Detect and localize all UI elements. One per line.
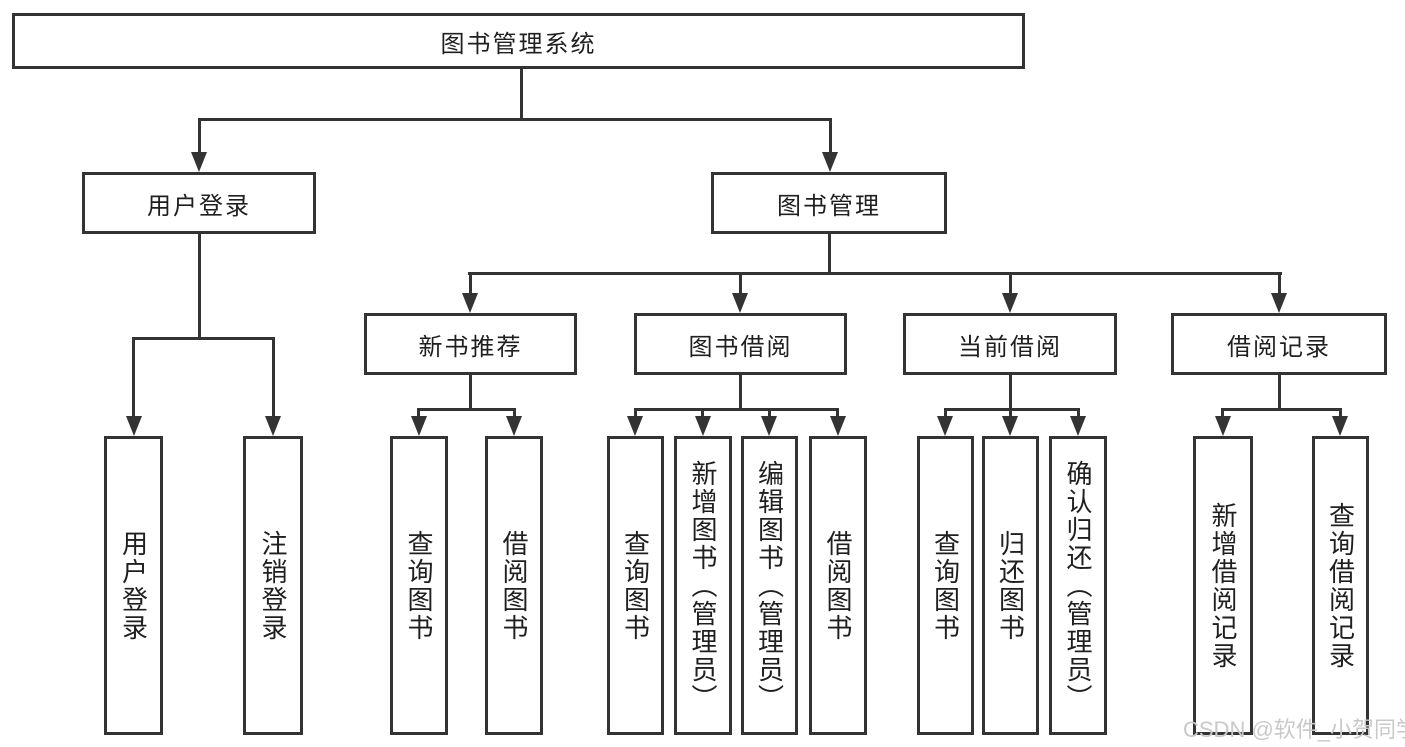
connector-userlogin-drop xyxy=(132,337,135,418)
leaf-cb-confirm-return-admin: 确认归还（管理员） xyxy=(1049,436,1107,735)
connector-br-stem xyxy=(1278,375,1281,408)
csdn-watermark: CSDN @软件_小贺同学 xyxy=(1183,717,1405,742)
leaf-bb-edit-books-admin: 编辑图书（管理员） xyxy=(741,436,798,735)
connector-br-drop xyxy=(1339,408,1342,418)
connector-cb-drop xyxy=(944,408,947,418)
arrow-down-icon xyxy=(1215,416,1231,436)
arrow-down-icon xyxy=(695,416,711,436)
connector-bookmgmt-drop xyxy=(739,272,742,295)
arrow-down-icon xyxy=(732,293,748,313)
leaf-bb-query-books: 查询图书 xyxy=(607,436,664,735)
node-book-management: 图书管理 xyxy=(711,172,947,234)
node-book-borrow: 图书借阅 xyxy=(634,313,847,375)
connector-br-drop xyxy=(1221,408,1224,418)
arrow-down-icon xyxy=(191,152,207,172)
leaf-nb-borrow-books: 借阅图书 xyxy=(485,436,543,735)
connector-root-right-drop xyxy=(829,118,832,154)
connector-nb-stem xyxy=(469,375,472,408)
connector-userlogin-drop xyxy=(272,337,275,418)
node-current-borrow: 当前借阅 xyxy=(903,313,1117,375)
leaf-br-query-record: 查询借阅记录 xyxy=(1312,436,1369,735)
connector-br-crossbar xyxy=(1221,408,1342,411)
leaf-br-add-record: 新增借阅记录 xyxy=(1193,436,1253,735)
leaf-bb-add-books-admin: 新增图书（管理员） xyxy=(674,436,732,735)
connector-bookmgmt-drop xyxy=(1009,272,1012,295)
leaf-bb-borrow-books: 借阅图书 xyxy=(809,436,867,735)
node-user-login: 用户登录 xyxy=(82,172,316,234)
connector-bb-stem xyxy=(739,375,742,408)
connector-bb-drop xyxy=(634,408,637,418)
leaf-cb-query-books: 查询图书 xyxy=(917,436,974,735)
connector-root-left-drop xyxy=(198,118,201,154)
connector-bb-drop xyxy=(836,408,839,418)
connector-bb-crossbar xyxy=(634,408,839,411)
leaf-cb-return-books: 归还图书 xyxy=(982,436,1039,735)
node-root: 图书管理系统 xyxy=(12,13,1025,69)
arrow-down-icon xyxy=(761,416,777,436)
connector-userlogin-stem xyxy=(198,234,201,337)
leaf-logout: 注销登录 xyxy=(243,436,303,735)
connector-bb-drop xyxy=(701,408,704,418)
connector-nb-drop xyxy=(417,408,420,418)
arrow-down-icon xyxy=(1002,293,1018,313)
connector-nb-crossbar xyxy=(417,408,516,411)
connector-bb-drop xyxy=(768,408,771,418)
connector-cb-crossbar xyxy=(944,408,1080,411)
connector-userlogin-crossbar xyxy=(132,337,274,340)
connector-cb-stem xyxy=(1009,375,1012,408)
arrow-down-icon xyxy=(822,152,838,172)
connector-cb-drop xyxy=(1009,408,1012,418)
arrow-down-icon xyxy=(1002,416,1018,436)
arrow-down-icon xyxy=(1271,293,1287,313)
connector-bookmgmt-drop xyxy=(469,272,472,295)
connector-bookmgmt-crossbar xyxy=(468,272,1282,275)
connector-bookmgmt-drop xyxy=(1278,272,1281,295)
arrow-down-icon xyxy=(265,416,281,436)
arrow-down-icon xyxy=(1070,416,1086,436)
node-borrow-records: 借阅记录 xyxy=(1171,313,1387,375)
arrow-down-icon xyxy=(937,416,953,436)
connector-root-crossbar xyxy=(198,118,832,121)
arrow-down-icon xyxy=(830,416,846,436)
arrow-down-icon xyxy=(627,416,643,436)
arrow-down-icon xyxy=(1332,416,1348,436)
arrow-down-icon xyxy=(506,416,522,436)
node-new-book-recommend: 新书推荐 xyxy=(364,313,577,375)
connector-cb-drop xyxy=(1077,408,1080,418)
connector-root-stem xyxy=(520,68,523,118)
arrow-down-icon xyxy=(126,416,142,436)
arrow-down-icon xyxy=(411,416,427,436)
leaf-user-login: 用户登录 xyxy=(104,436,163,735)
leaf-nb-query-books: 查询图书 xyxy=(390,436,448,735)
connector-bookmgmt-stem xyxy=(828,234,831,272)
arrow-down-icon xyxy=(462,293,478,313)
connector-nb-drop xyxy=(513,408,516,418)
